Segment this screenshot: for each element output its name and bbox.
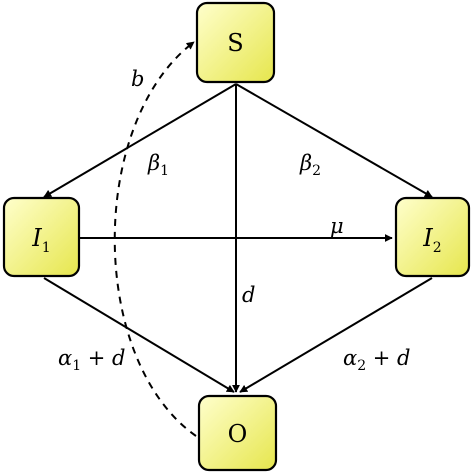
label-beta1: β1: [147, 151, 169, 179]
label-d: d: [242, 283, 255, 307]
edge-o-to-s: [113, 41, 197, 437]
node-o: O: [197, 394, 278, 472]
label-mu: μ: [330, 214, 344, 238]
node-i2: I2: [394, 196, 471, 278]
node-i1: I1: [2, 196, 81, 278]
edge-s-to-i1: [43, 83, 237, 198]
node-o-label: O: [228, 420, 248, 448]
node-s-label: S: [227, 29, 243, 57]
label-alpha1-plus-d: α1 + d: [58, 346, 126, 374]
node-i1-label: I1: [31, 224, 50, 256]
node-i2-label: I2: [422, 224, 441, 256]
label-beta2: β2: [299, 151, 321, 179]
label-b: b: [131, 67, 144, 91]
edge-i1-to-o: [43, 277, 235, 393]
edge-s-to-i2: [235, 83, 433, 198]
label-alpha2-plus-d: α2 + d: [343, 346, 411, 374]
node-s: S: [195, 1, 276, 84]
edge-i2-to-o: [239, 277, 433, 393]
